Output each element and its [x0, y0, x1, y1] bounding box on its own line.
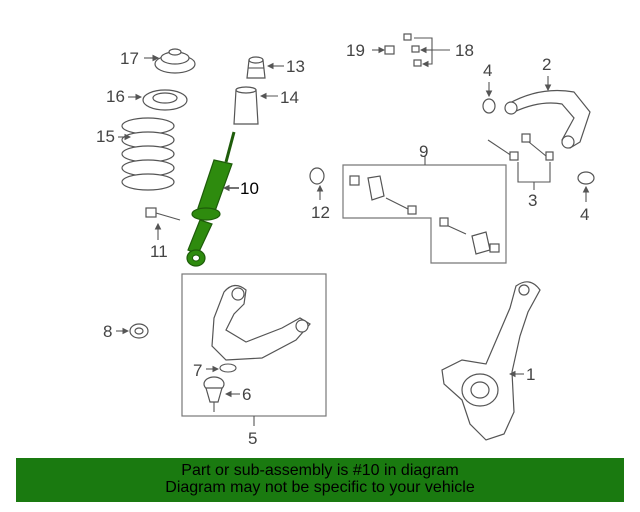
callout-6: 6 — [242, 385, 251, 404]
banner-line-2: Diagram may not be specific to your vehi… — [165, 479, 475, 496]
part-1-steering-knuckle[interactable] — [441, 281, 541, 441]
part-17-strut-mount[interactable] — [150, 48, 196, 74]
part-18-nuts[interactable] — [403, 33, 450, 68]
callout-16: 16 — [106, 87, 125, 106]
part-4-nut-lower[interactable] — [577, 171, 595, 185]
part-15-coil-spring[interactable] — [121, 117, 175, 191]
part-3-bolts[interactable] — [487, 133, 554, 190]
part-9-hardware-kit[interactable] — [342, 156, 507, 264]
part-12-nut[interactable] — [309, 167, 325, 185]
part-11-bolt[interactable] — [145, 207, 181, 221]
callout-11: 11 — [150, 242, 168, 261]
part-14-dust-boot[interactable] — [233, 86, 259, 125]
part-10-shock-absorber[interactable] — [186, 131, 236, 267]
callout-3: 3 — [528, 191, 537, 210]
part-5-lower-control-arm-assembly[interactable] — [181, 273, 327, 426]
part-4-nut-upper[interactable] — [482, 98, 496, 114]
callout-2: 2 — [542, 55, 551, 74]
callout-4-lower: 4 — [580, 205, 589, 224]
callout-10: 10 — [240, 179, 259, 198]
part-2-upper-control-arm[interactable] — [504, 89, 591, 149]
part-7-snap-ring[interactable] — [219, 363, 237, 373]
callout-1: 1 — [526, 365, 535, 384]
callout-12: 12 — [311, 203, 330, 222]
banner-line-1: Part or sub-assembly is #10 in diagram — [181, 462, 459, 479]
callout-19: 19 — [346, 41, 365, 60]
callout-13: 13 — [286, 57, 305, 76]
info-banner: Part or sub-assembly is #10 in diagram D… — [16, 458, 624, 502]
part-8-nut[interactable] — [129, 323, 149, 339]
callout-8: 8 — [103, 322, 112, 341]
callout-15: 15 — [96, 127, 115, 146]
part-16-spring-seat[interactable] — [142, 89, 188, 111]
callout-5: 5 — [248, 429, 257, 448]
callout-18: 18 — [455, 41, 474, 60]
callout-9: 9 — [419, 142, 428, 161]
part-13-bump-stop[interactable] — [246, 56, 266, 79]
callout-14: 14 — [280, 88, 299, 107]
callout-17: 17 — [120, 49, 139, 68]
parts-diagram: 17 16 15 13 14 10 — [96, 33, 595, 448]
callout-4-upper: 4 — [483, 61, 492, 80]
callout-7: 7 — [193, 361, 202, 380]
part-6-ball-joint[interactable] — [203, 376, 225, 412]
part-19-nut[interactable] — [384, 45, 395, 55]
